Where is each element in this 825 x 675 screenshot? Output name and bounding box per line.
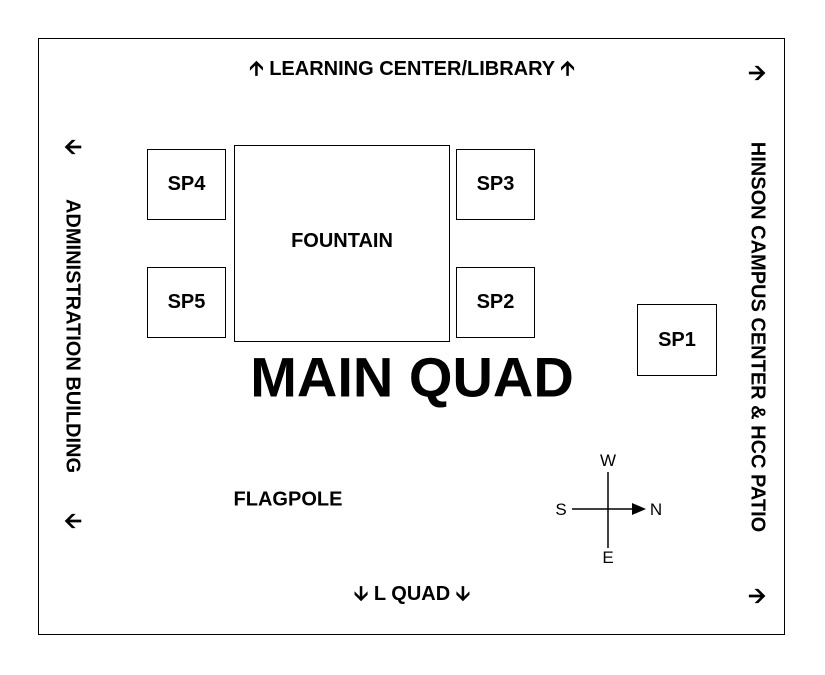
sp5-box: SP5: [147, 267, 226, 338]
arrow-right-icon: 🡪: [748, 60, 766, 85]
bottom-label-text: L QUAD: [373, 583, 451, 605]
arrow-right-icon: 🡪: [748, 583, 766, 608]
sp1-box: SP1: [637, 304, 717, 376]
top-label: 🡩 LEARNING CENTER/LIBRARY 🡩: [249, 54, 574, 88]
main-quad-title: MAIN QUAD: [250, 345, 574, 409]
arrow-left-icon: 🡨: [64, 134, 82, 159]
arrow-left-icon: 🡨: [64, 508, 82, 533]
bottom-label: 🡫 L QUAD 🡫: [354, 579, 470, 613]
compass-arrowhead: [632, 503, 646, 515]
arrow-down-icon: 🡫: [455, 583, 471, 605]
flagpole-label: FLAGPOLE: [233, 488, 343, 511]
arrow-down-icon: 🡫: [353, 583, 369, 605]
sp2-box: SP2: [456, 267, 535, 338]
map-frame: [38, 38, 785, 635]
sp3-box: SP3: [456, 149, 535, 220]
compass-north: N: [649, 500, 663, 519]
arrow-up-icon: 🡩: [560, 58, 575, 80]
arrow-up-icon: 🡩: [249, 58, 264, 80]
fountain-box: FOUNTAIN: [234, 145, 450, 342]
sp4-box: SP4: [147, 149, 226, 220]
top-label-text: LEARNING CENTER/LIBRARY: [269, 58, 555, 80]
compass-east: E: [602, 548, 614, 567]
compass-south: S: [555, 500, 567, 519]
compass-west: W: [599, 451, 617, 470]
